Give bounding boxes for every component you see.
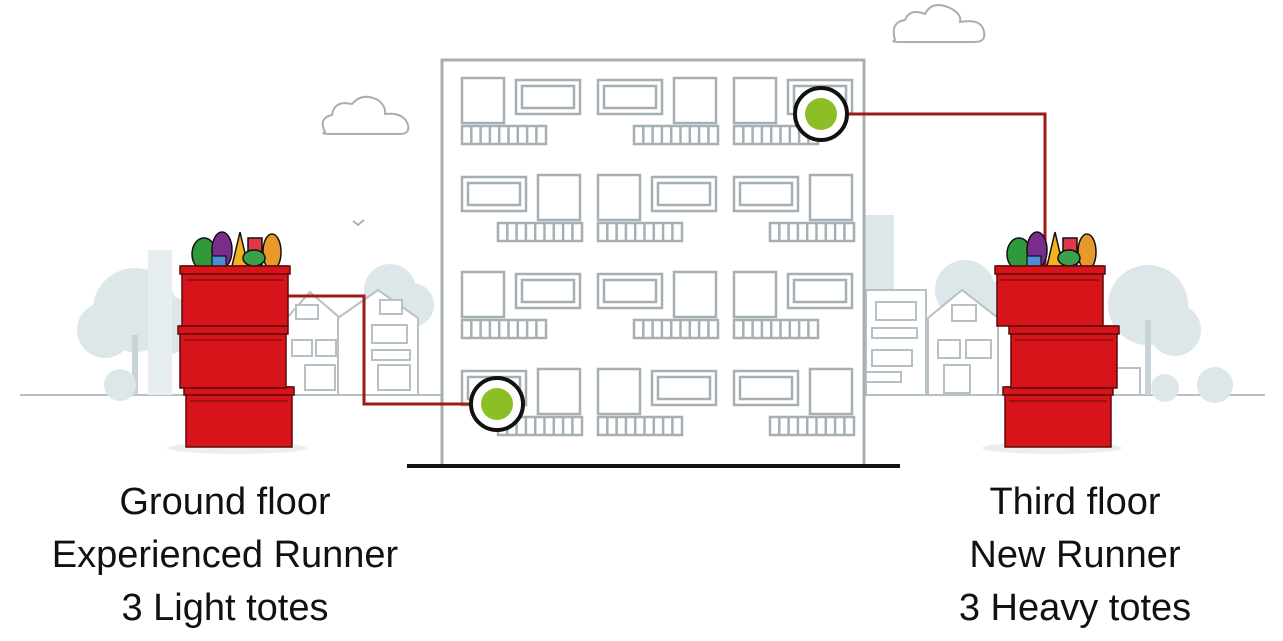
window-pane — [656, 181, 712, 207]
window — [596, 78, 664, 116]
window-pane — [602, 84, 658, 110]
balcony — [632, 318, 720, 340]
apartment-unit — [732, 367, 856, 437]
tote — [179, 325, 287, 389]
right-floor-label: Third floor — [989, 481, 1161, 523]
apartment-unit — [596, 367, 718, 437]
right-totes-label: 3 Heavy totes — [958, 587, 1192, 629]
window — [732, 76, 778, 125]
house-icon — [284, 288, 419, 396]
window — [460, 270, 506, 319]
apartment-unit — [596, 76, 720, 146]
window — [808, 173, 854, 222]
window-pane — [656, 375, 712, 401]
window — [596, 367, 642, 416]
grocery-item — [262, 233, 282, 271]
window — [536, 173, 582, 222]
tote-rim — [179, 265, 291, 275]
grocery-item — [1057, 249, 1081, 267]
balcony — [596, 221, 684, 243]
left-runner-label: Experienced Runner — [51, 534, 399, 576]
window-pane — [520, 278, 576, 304]
grocery-tote-stack-icon — [982, 231, 1122, 454]
window — [650, 369, 718, 407]
window-pane — [602, 278, 658, 304]
window — [596, 272, 664, 310]
window-pane — [738, 375, 794, 401]
window — [732, 369, 800, 407]
window-pane — [520, 84, 576, 110]
window — [460, 175, 528, 213]
balcony — [768, 221, 856, 243]
window — [514, 78, 582, 116]
balcony — [596, 415, 684, 437]
ground-floor-caption: Ground floor Experienced Runner 3 Light … — [0, 476, 455, 635]
third-floor-caption: Third floor New Runner 3 Heavy totes — [845, 476, 1283, 635]
window — [786, 272, 854, 310]
balcony — [496, 221, 584, 243]
cloud-icon — [321, 95, 410, 135]
background-tower — [148, 250, 172, 395]
apartment-unit — [732, 173, 856, 243]
cloud-icon — [892, 4, 986, 43]
third-floor-connector — [845, 112, 1047, 290]
window — [732, 175, 800, 213]
tote-rim — [994, 265, 1106, 275]
window — [536, 367, 582, 416]
balcony — [460, 318, 548, 340]
window — [732, 270, 778, 319]
floor-marker-icon — [469, 376, 525, 432]
window-pane — [738, 181, 794, 207]
right-runner-label: New Runner — [969, 534, 1181, 576]
tote — [996, 265, 1104, 327]
left-totes-label: 3 Light totes — [121, 587, 329, 629]
bird-icon — [352, 219, 365, 227]
tote — [1010, 325, 1118, 389]
grocery-tote-stack-icon — [167, 231, 307, 454]
apartment-unit — [596, 173, 718, 243]
window-pane — [792, 278, 848, 304]
ground-floor-connector — [236, 294, 470, 406]
balcony — [768, 415, 856, 437]
apartment-unit — [460, 173, 584, 243]
window-pane — [466, 181, 522, 207]
floor-marker-icon — [793, 86, 849, 142]
grocery-item — [242, 249, 266, 267]
balcony — [460, 124, 548, 146]
left-floor-label: Ground floor — [119, 481, 331, 523]
tote — [1004, 386, 1112, 448]
tote — [181, 265, 289, 327]
window — [672, 270, 718, 319]
apartment-unit — [460, 270, 582, 340]
window — [514, 272, 582, 310]
window — [672, 76, 718, 125]
tote-rim — [177, 325, 289, 335]
balcony — [632, 124, 720, 146]
grocery-item — [1077, 233, 1097, 271]
apartment-unit — [596, 270, 720, 340]
window — [808, 367, 854, 416]
apartment-unit — [460, 76, 582, 146]
window — [650, 175, 718, 213]
window — [460, 76, 506, 125]
balcony — [732, 318, 820, 340]
tote-rim — [1008, 325, 1120, 335]
tote — [185, 386, 293, 448]
house-icon — [865, 288, 1141, 396]
apartment-unit — [732, 270, 854, 340]
window — [596, 173, 642, 222]
